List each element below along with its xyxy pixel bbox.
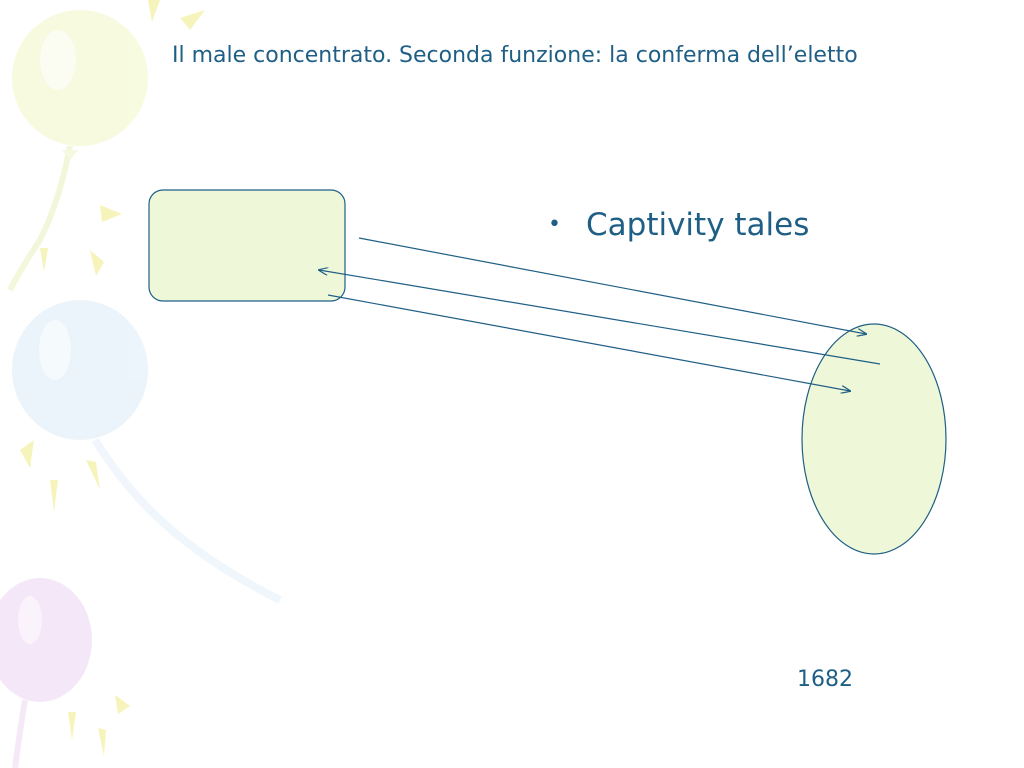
bullet-dot-icon: • [548,212,561,237]
sparkle-rays-icon [20,0,205,756]
balloons-decoration [0,0,282,768]
diagram-rectangle [148,189,346,302]
year-label: 1682 [797,667,853,692]
slide-title: Il male concentrato. Seconda funzione: l… [172,43,858,68]
diagram-ellipse [801,323,947,555]
bullet-text: Captivity tales [586,207,810,243]
purple-balloon-icon [0,578,92,768]
arrow-to-ellipse-top [358,237,866,334]
yellow-balloon-icon [7,10,148,292]
blue-balloon-icon [12,300,282,604]
arrow-to-ellipse-bottom [327,294,850,391]
arrow-to-rectangle [319,270,881,365]
bullet-item: • Captivity tales [548,205,809,245]
